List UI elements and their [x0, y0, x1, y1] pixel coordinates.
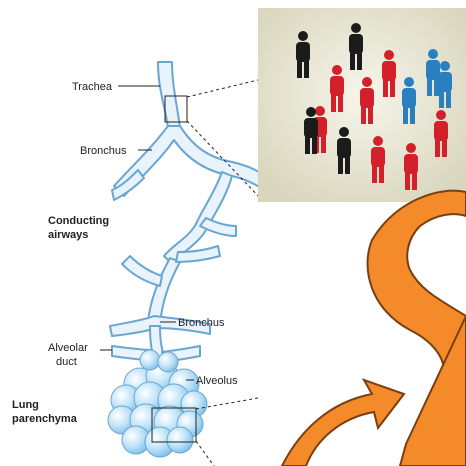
label-lung: Lung — [12, 399, 39, 411]
label-conducting: Conducting — [48, 215, 109, 227]
alveoli-cluster — [108, 350, 207, 457]
label-airways: airways — [48, 229, 88, 241]
label-trachea: Trachea — [72, 81, 113, 93]
label-alveolar: Alveolar — [48, 342, 88, 354]
label-bronchus-top: Bronchus — [80, 145, 127, 157]
orange-arrows — [282, 191, 466, 466]
label-alveolus: Alveolus — [196, 375, 238, 387]
label-parenchyma: parenchyma — [12, 413, 78, 425]
label-duct: duct — [56, 356, 77, 368]
label-bronchus-low: Bronchus — [178, 317, 225, 329]
